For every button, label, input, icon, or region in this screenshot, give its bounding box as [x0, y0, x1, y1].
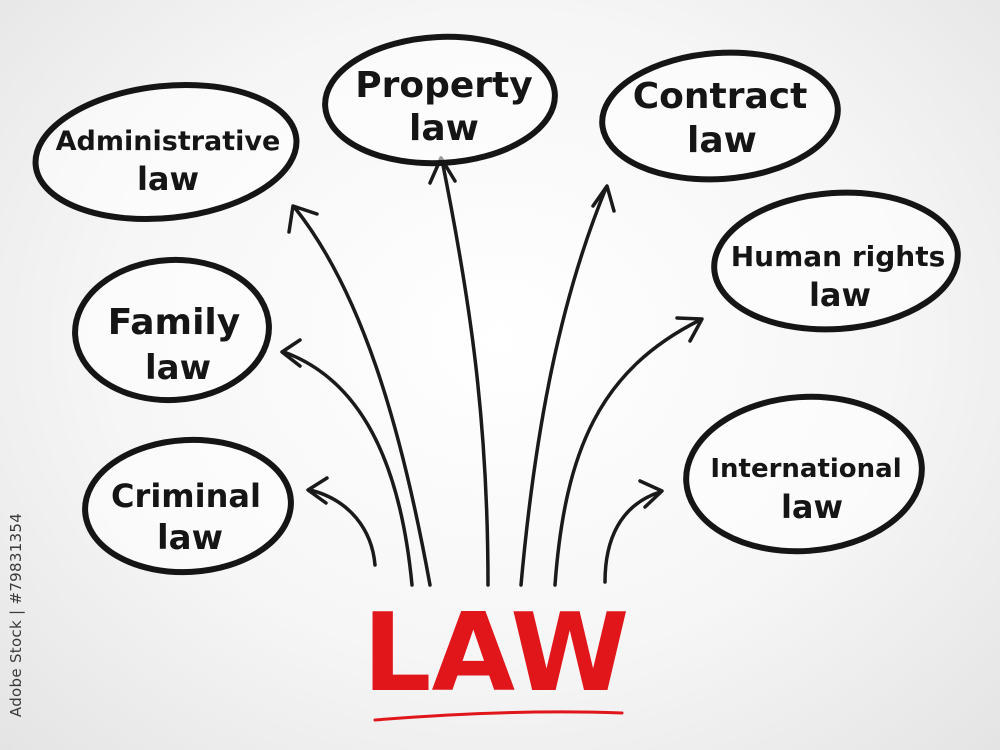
node-international: International law [683, 393, 925, 555]
node-criminal: Criminal law [82, 436, 294, 576]
node-ellipse [322, 33, 558, 167]
center-node: LAW [363, 591, 630, 722]
node-contract: Contract law [599, 49, 841, 183]
stock-watermark: Adobe Stock | #79831354 [4, 513, 28, 717]
node-label-line2: law [409, 108, 479, 149]
node-human-rights: Human rights law [711, 189, 961, 333]
node-label-line1: Administrative [56, 126, 281, 157]
node-family: Family law [72, 256, 272, 404]
center-label: LAW [363, 591, 630, 716]
node-label-line2: law [809, 276, 871, 314]
node-ellipse [711, 189, 961, 333]
arrowhead-administrative [287, 204, 319, 234]
node-label-line1: Contract [633, 76, 808, 117]
arrowhead-contract [591, 184, 616, 213]
node-label-line2: law [137, 160, 199, 198]
node-ellipse [683, 393, 925, 555]
arrowhead-criminal [306, 476, 329, 505]
arrow-to-administrative [293, 206, 432, 587]
watermark-text: Adobe Stock | #79831354 [7, 512, 25, 718]
arrowhead-family [280, 338, 302, 368]
node-administrative: Administrative law [32, 81, 300, 223]
node-label-line2: law [157, 518, 223, 558]
arrow-to-international [603, 490, 662, 584]
node-label-line2: law [781, 488, 843, 526]
arrow-to-human-rights [553, 318, 702, 587]
node-label-line2: law [687, 120, 757, 161]
arrow-to-contract [519, 186, 608, 587]
node-property: Property law [322, 33, 558, 167]
node-ellipse [32, 81, 300, 223]
node-ellipse [599, 49, 841, 183]
connector-arrows [280, 156, 704, 587]
arrow-to-family [282, 350, 414, 587]
node-label-line1: Human rights [731, 240, 946, 273]
node-label-line1: Family [108, 302, 240, 343]
arrow-to-property [440, 158, 490, 587]
node-ellipse [72, 256, 272, 404]
node-label-line1: Criminal [111, 477, 261, 515]
node-label-line1: Property [355, 65, 533, 106]
arrow-to-criminal [308, 488, 377, 567]
node-label-line2: law [145, 348, 211, 388]
center-underline [373, 710, 624, 722]
arrowhead-international [638, 479, 664, 509]
arrowhead-human-rights [675, 316, 704, 343]
node-ellipse [82, 436, 294, 576]
node-label-line1: International [710, 454, 901, 484]
